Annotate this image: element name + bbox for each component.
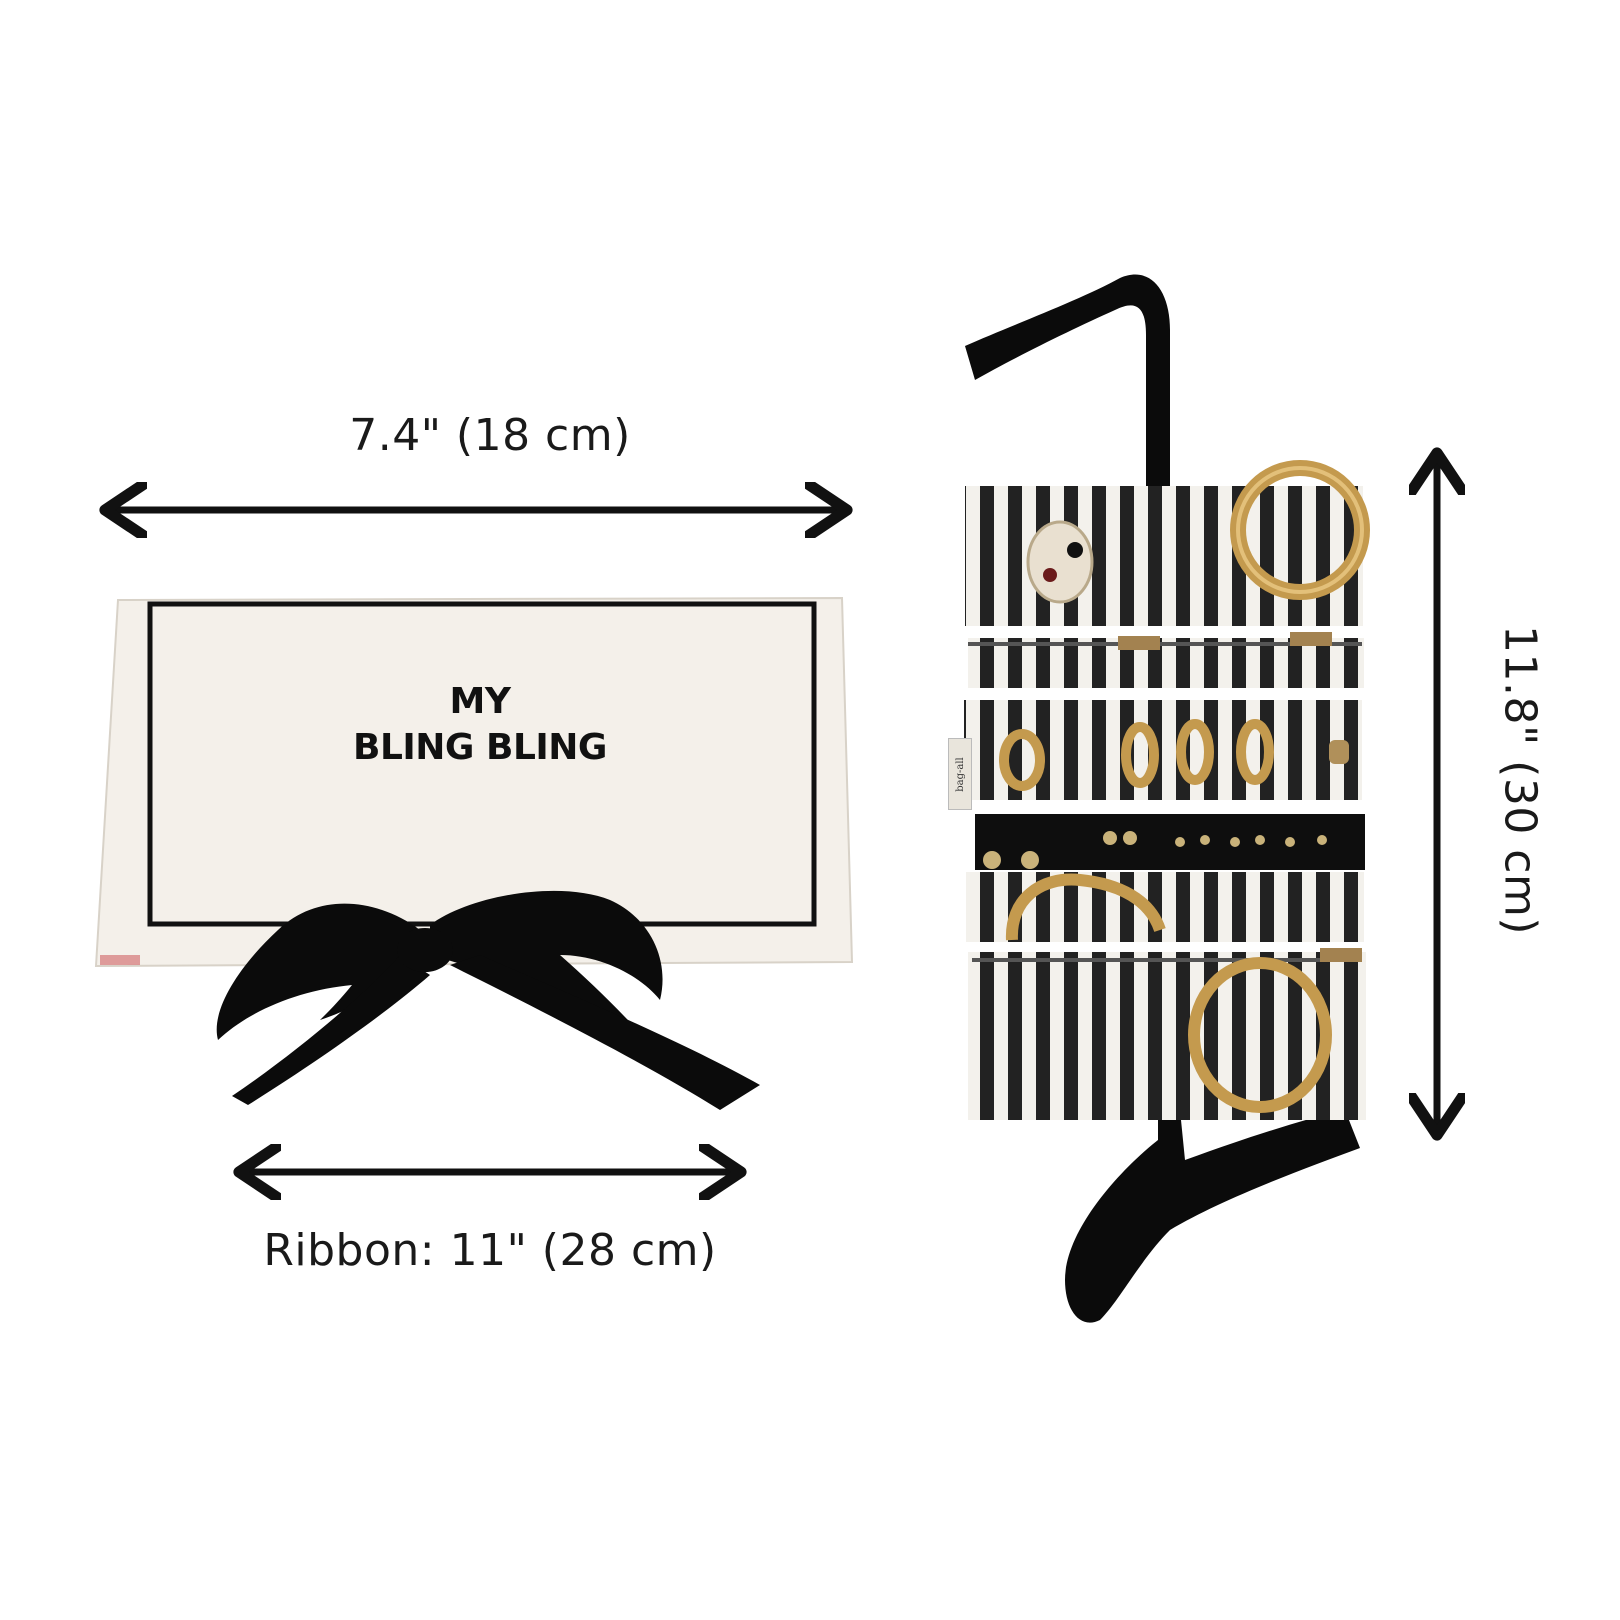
width-dimension-label: 7.4" (18 cm) [349, 410, 631, 461]
height-dimension-label: 11.8" (30 cm) [1494, 624, 1546, 936]
earring-studs [983, 831, 1327, 869]
brooch [1026, 520, 1094, 604]
open-jewelry-roll [964, 274, 1370, 1323]
pouch-title-line1: MY [449, 681, 511, 722]
chain-links [999, 719, 1274, 791]
brand-tag: bag-all [948, 738, 972, 810]
ribbon-dimension-label: Ribbon: 11" (28 cm) [263, 1225, 717, 1276]
brand-tag-label: bag-all [954, 756, 966, 792]
gold-bangle [1230, 460, 1370, 600]
ribbon-bow [216, 890, 760, 1110]
pouch-title-line2: BLING BLING [353, 727, 607, 768]
chain-bracelet [1005, 873, 1332, 1113]
